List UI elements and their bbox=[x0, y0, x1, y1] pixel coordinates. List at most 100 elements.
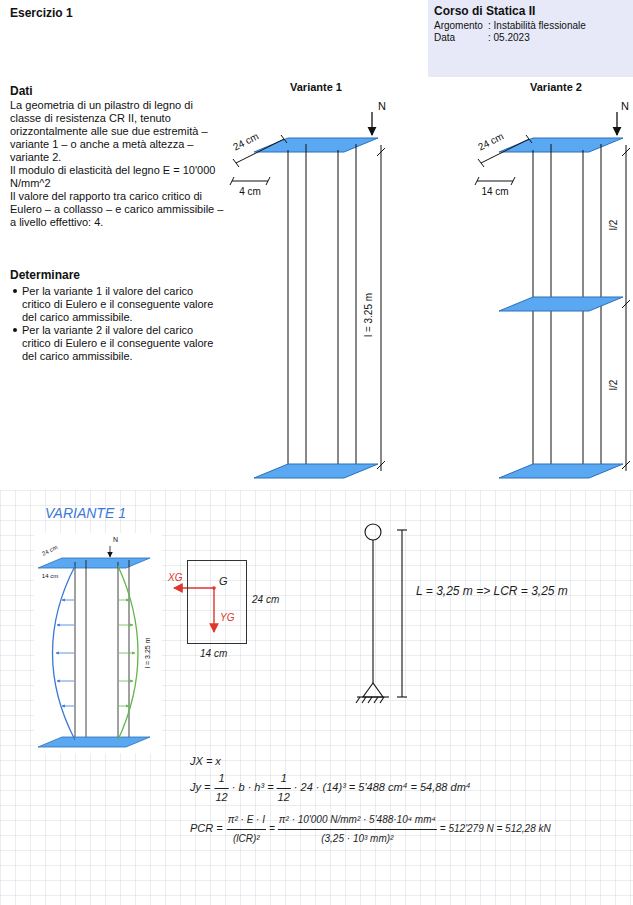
bullet-text: Per la variante 2 il valore del carico c… bbox=[22, 324, 222, 363]
cross-section: G bbox=[187, 560, 247, 644]
node-text: Corso di Statica II bbox=[434, 4, 535, 18]
paragraph: Il valore del rapporto tra carico critic… bbox=[10, 190, 225, 229]
dimension: 24 cm bbox=[41, 544, 59, 558]
section-heading: Dati bbox=[10, 84, 33, 98]
fraction-bar bbox=[278, 829, 437, 830]
deflection-arrow bbox=[119, 625, 133, 626]
node-text: Argomento bbox=[434, 20, 483, 32]
bottom-plate bbox=[254, 464, 378, 478]
column-variant-1 bbox=[230, 112, 385, 478]
dimension: l/2 bbox=[608, 380, 620, 391]
hatch bbox=[362, 697, 366, 703]
denominator: (3,25 · 10³ mm)² bbox=[321, 833, 393, 845]
node-text: : 05.2023 bbox=[488, 32, 530, 44]
bottom-plate bbox=[38, 737, 150, 747]
dimension-line bbox=[232, 181, 268, 182]
figure-title: Variante 2 bbox=[530, 81, 582, 94]
formula: Jy = bbox=[190, 781, 210, 794]
deflection-arrow bbox=[119, 600, 129, 601]
deflection-arrow bbox=[57, 625, 74, 626]
load-arrow bbox=[371, 112, 372, 135]
load-arrow bbox=[616, 112, 617, 135]
bullet-text: Per la variante 1 il valore del carico c… bbox=[22, 285, 222, 324]
denominator: 12 bbox=[215, 791, 227, 804]
course-header: Corso di Statica IIArgomento: Instabilit… bbox=[428, 0, 633, 77]
numerator: 1 bbox=[281, 772, 287, 785]
dimension-tick bbox=[233, 159, 239, 167]
column-edge bbox=[306, 144, 307, 464]
formula: = bbox=[269, 823, 275, 835]
fraction-bar bbox=[227, 829, 266, 830]
hatch bbox=[356, 697, 360, 703]
column-edge bbox=[86, 560, 87, 740]
dimension: 14 cm bbox=[481, 186, 508, 198]
hatch bbox=[368, 697, 372, 703]
dimension-line bbox=[626, 145, 627, 471]
figure-title: Variante 1 bbox=[290, 81, 342, 94]
dimension: 24 cm bbox=[231, 130, 261, 153]
axis-arrow bbox=[174, 587, 214, 588]
dimension: 24 cm bbox=[476, 130, 506, 153]
deflection-arrow bbox=[56, 653, 74, 654]
deflection-arrow bbox=[119, 681, 133, 682]
dimension-tick bbox=[475, 177, 479, 185]
load-label: N bbox=[378, 100, 386, 113]
column-edge bbox=[75, 562, 76, 742]
dimension-tick bbox=[511, 177, 515, 185]
exercise-title: Esercizio 1 bbox=[10, 6, 73, 20]
buckling-curve bbox=[118, 566, 138, 740]
static-scheme bbox=[356, 524, 407, 703]
dimension-tick bbox=[622, 300, 630, 308]
deflection-arrow bbox=[62, 600, 74, 601]
dimension: 14 cm bbox=[200, 648, 227, 660]
middle-plate bbox=[499, 297, 623, 311]
support bbox=[363, 683, 383, 697]
formula: = 512'279 N = 512,28 kN bbox=[440, 823, 551, 835]
deflection-arrow bbox=[57, 681, 74, 682]
dimension-line bbox=[477, 181, 513, 182]
formula: JX = x bbox=[190, 755, 221, 768]
dimension-tick bbox=[230, 177, 234, 185]
dimension-tick bbox=[266, 177, 270, 185]
buckling-curve bbox=[53, 566, 76, 740]
load-label: N bbox=[113, 536, 118, 544]
column-edge bbox=[338, 150, 339, 470]
dimension-tick bbox=[397, 696, 407, 697]
bullet bbox=[13, 328, 17, 332]
dimension: l = 3.25 m bbox=[363, 293, 375, 337]
formula: PCR = bbox=[190, 822, 223, 835]
dimension-tick bbox=[622, 461, 630, 469]
formula: · 24 · (14)³ = 5'488 cm⁴ = 54,88 dm⁴ bbox=[294, 781, 471, 794]
dimension: l = 3.25 m bbox=[144, 638, 152, 669]
numerator: π² · E · I bbox=[228, 814, 265, 826]
length-note: L = 3,25 m => LCR = 3,25 m bbox=[416, 584, 568, 598]
denominator: (lCR)² bbox=[233, 833, 260, 845]
dimension-tick bbox=[478, 159, 484, 167]
centroid bbox=[212, 586, 216, 590]
column-variant-2 bbox=[475, 112, 630, 478]
dimension-line bbox=[381, 145, 382, 471]
fraction-bar bbox=[214, 788, 228, 789]
dimension: 14 cm bbox=[42, 573, 58, 580]
handwritten-heading: VARIANTE 1 bbox=[45, 505, 126, 522]
dimension-tick bbox=[622, 148, 630, 156]
dimension-tick bbox=[377, 148, 385, 156]
column-line bbox=[372, 540, 373, 683]
node-text: Data bbox=[434, 32, 455, 44]
numerator: π² · 10'000 N/mm² · 5'488·10⁴ mm⁴ bbox=[279, 814, 436, 826]
dimension-tick bbox=[377, 461, 385, 469]
denominator: 12 bbox=[278, 791, 290, 804]
buckling-sketch bbox=[34, 533, 162, 753]
dimension-tick bbox=[281, 135, 287, 143]
load-label: N bbox=[621, 100, 629, 113]
bullet bbox=[13, 289, 17, 293]
column-edge bbox=[356, 144, 357, 464]
axis-label: YG bbox=[220, 612, 234, 624]
deflection-arrow bbox=[119, 706, 129, 707]
top-plate bbox=[38, 558, 150, 568]
deflection-arrow bbox=[62, 706, 74, 707]
bottom-plate bbox=[499, 464, 623, 478]
fraction-bars bbox=[214, 789, 436, 830]
formula: · b · h³ = bbox=[232, 781, 274, 794]
